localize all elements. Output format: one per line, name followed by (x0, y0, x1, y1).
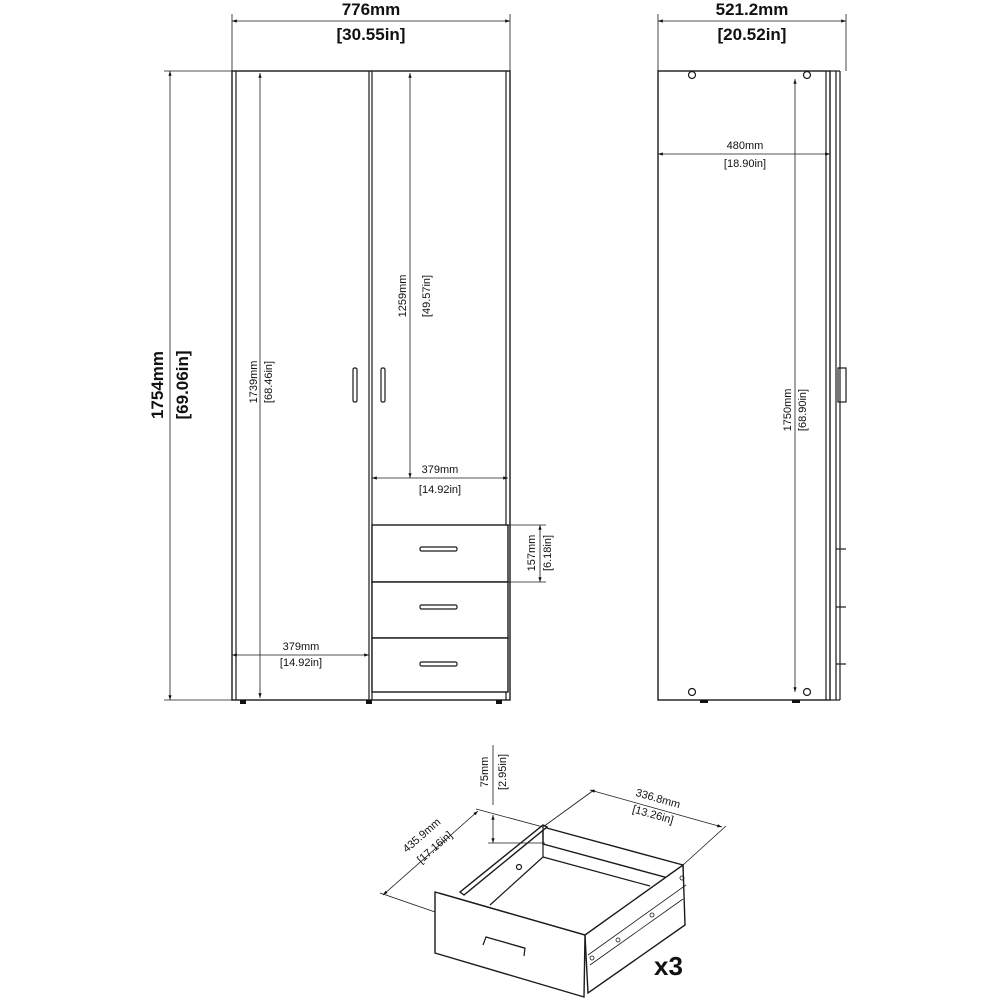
height-in-label: [69.06in] (173, 351, 192, 420)
foot (240, 700, 246, 704)
drawers (371, 524, 509, 693)
left-width-in-label: [14.92in] (280, 657, 322, 669)
drawer-front-handle (482, 936, 526, 957)
width-in-label: [30.55in] (337, 25, 406, 44)
cam-hole (802, 687, 812, 697)
drawer-1 (371, 524, 509, 583)
side-door-handle (837, 367, 847, 403)
drawer-depth-dimension-line (382, 810, 479, 896)
drawer-quantity-label: x3 (654, 951, 683, 981)
drawer-width-dimension-line (589, 789, 723, 828)
drawer-handle (419, 604, 458, 610)
drawer-handle (419, 661, 458, 667)
side-height-mm-label: 1750mm (782, 389, 794, 432)
cam-hole (687, 70, 697, 80)
depth-in-label: [20.52in] (718, 25, 787, 44)
drawer-height-in-label: [2.95in] (497, 754, 509, 790)
right-width-in-label: [14.92in] (419, 484, 461, 496)
door-handle-left (352, 367, 358, 403)
side-panel (657, 70, 831, 701)
drawer-isometric-view: 75mm [2.95in] 336.8mm [13.26in] 435.9mm … (379, 745, 727, 998)
foot (496, 700, 502, 704)
drawer-right-side (584, 863, 686, 995)
drawer-height-in-label: [6.18in] (542, 535, 554, 571)
inner-height-mm-label: 1739mm (248, 361, 260, 404)
cam-hole (687, 687, 697, 697)
inner-depth-in-label: [18.90in] (724, 158, 766, 170)
front-view: 776mm [30.55in] 1754mm [69.06in] 1739mm … (148, 0, 554, 704)
cam-hole (802, 70, 812, 80)
right-width-mm-label: 379mm (422, 464, 459, 476)
drawer-height-mm-label: 75mm (479, 757, 491, 788)
width-mm-label: 776mm (342, 0, 401, 19)
door-handle-right (380, 367, 386, 403)
foot (366, 700, 372, 704)
depth-mm-label: 521.2mm (716, 0, 789, 19)
drawer-left-side (458, 824, 549, 896)
upper-height-mm-label: 1259mm (397, 275, 409, 318)
drawer-handle (419, 546, 458, 552)
drawer-2 (371, 581, 509, 639)
drawer-3 (371, 637, 509, 693)
upper-height-in-label: [49.57in] (421, 275, 433, 317)
height-mm-label: 1754mm (148, 351, 167, 419)
inner-depth-mm-label: 480mm (727, 140, 764, 152)
side-view: 521.2mm [20.52in] 480mm [18.90in] 1750mm… (657, 0, 847, 703)
inner-height-in-label: [68.46in] (263, 361, 275, 403)
left-width-mm-label: 379mm (283, 641, 320, 653)
drawer-back (542, 826, 684, 883)
drawer-height-mm-label: 157mm (526, 535, 538, 572)
side-height-in-label: [68.90in] (797, 389, 809, 431)
